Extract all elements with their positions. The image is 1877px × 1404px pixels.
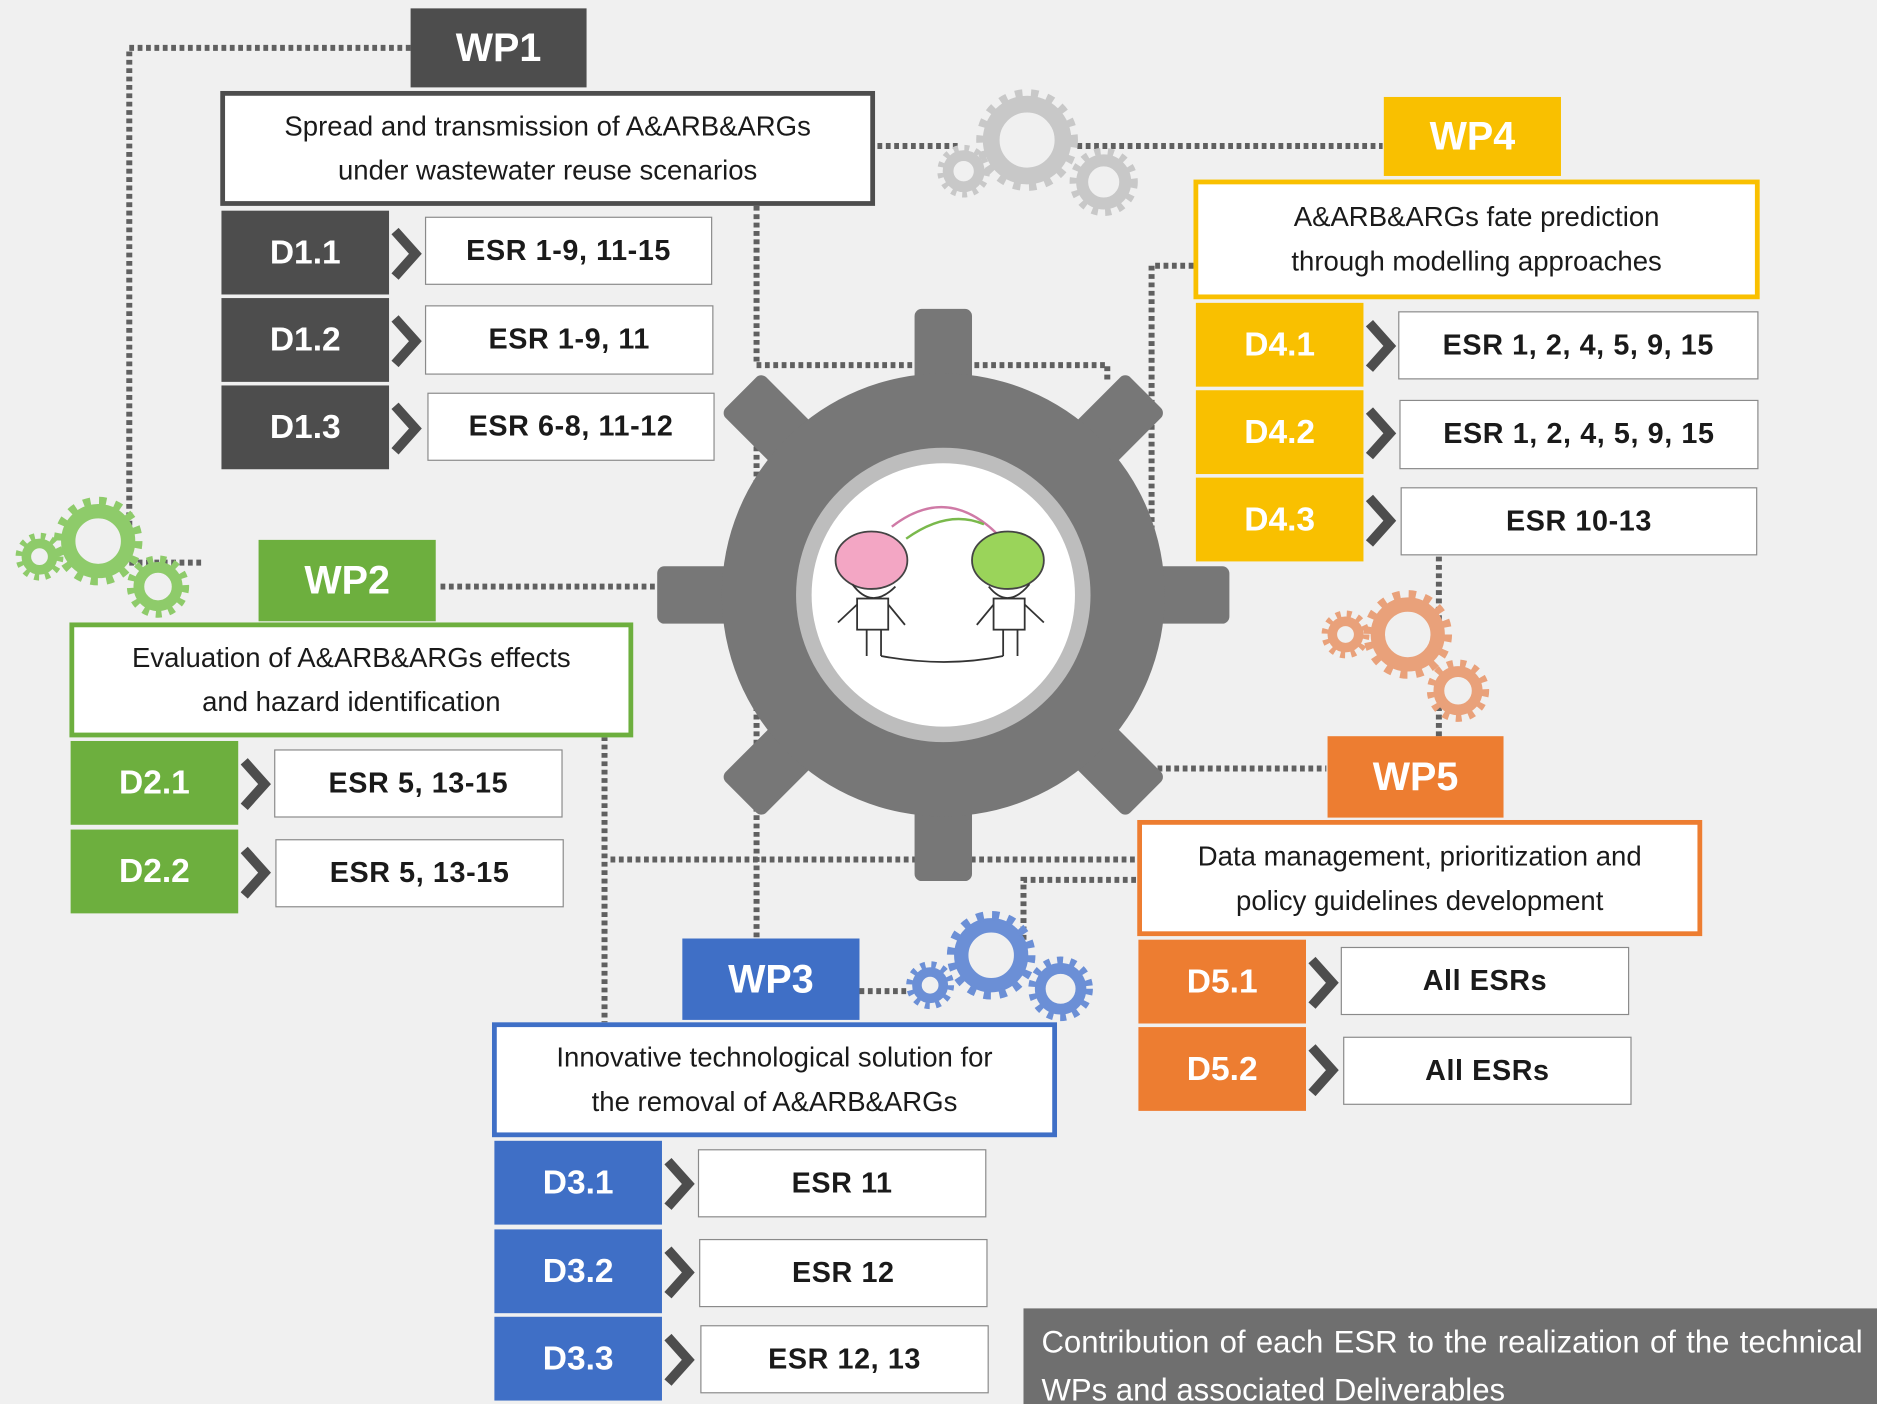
gears-blue-icon bbox=[906, 910, 1093, 1022]
chevron-right-icon bbox=[1308, 1044, 1339, 1097]
wp5-label: WP5 bbox=[1327, 736, 1504, 818]
wp3-description-line: Innovative technological solution for bbox=[556, 1041, 993, 1073]
chevron-right-icon bbox=[391, 315, 422, 368]
esr-d4-2: ESR 1, 2, 4, 5, 9, 15 bbox=[1399, 399, 1759, 470]
deliverable-d1-2-label: D1.2 bbox=[221, 298, 390, 382]
esr-d4-1: ESR 1, 2, 4, 5, 9, 15 bbox=[1398, 311, 1759, 380]
wp5-description-line: Data management, prioritization and bbox=[1197, 839, 1642, 871]
gears-orange-icon bbox=[1321, 590, 1490, 722]
central-gear-icon bbox=[657, 308, 1230, 882]
deliverable-d1-3-label: D1.3 bbox=[221, 385, 390, 470]
deliverable-d5-1-label: D5.1 bbox=[1138, 939, 1307, 1024]
wp3-label: WP3 bbox=[682, 938, 860, 1020]
chevron-right-icon bbox=[240, 758, 271, 811]
esr-d4-3: ESR 10-13 bbox=[1400, 487, 1758, 556]
deliverable-d1-1-label: D1.1 bbox=[221, 210, 390, 295]
chevron-right-icon bbox=[391, 227, 422, 280]
esr-d3-2: ESR 12 bbox=[699, 1238, 988, 1308]
wp5-description-line: policy guidelines development bbox=[1236, 884, 1604, 916]
chevron-right-icon bbox=[1308, 956, 1339, 1009]
chevron-right-icon bbox=[664, 1246, 695, 1299]
wp2-description-line: and hazard identification bbox=[202, 685, 501, 718]
deliverable-d4-1-label: D4.1 bbox=[1195, 302, 1364, 387]
wp1-description: Spread and transmission of A&ARB&ARGs und… bbox=[220, 90, 876, 206]
wp4-label: WP4 bbox=[1383, 96, 1561, 176]
chevron-right-icon bbox=[391, 402, 422, 455]
brains-illustration-icon bbox=[834, 506, 1045, 663]
wp4-description: A&ARB&ARGs fate prediction through modell… bbox=[1193, 179, 1760, 300]
wp1-label: WP1 bbox=[410, 8, 587, 88]
esr-d3-3: ESR 12, 13 bbox=[700, 1325, 989, 1394]
wp2-description: Evaluation of A&ARB&ARGs effects and haza… bbox=[69, 622, 634, 738]
deliverable-d4-2-label: D4.2 bbox=[1195, 390, 1364, 475]
wp2-description-line: Evaluation of A&ARB&ARGs effects bbox=[131, 641, 571, 673]
deliverable-d2-2-label: D2.2 bbox=[70, 829, 239, 914]
wp5-description: Data management, prioritization and polic… bbox=[1137, 819, 1703, 937]
chevron-right-icon bbox=[1365, 494, 1397, 547]
wp2-label: WP2 bbox=[258, 539, 436, 622]
esr-d3-1: ESR 11 bbox=[697, 1149, 987, 1218]
esr-d1-2: ESR 1-9, 11 bbox=[424, 305, 714, 375]
chevron-right-icon bbox=[664, 1157, 695, 1210]
wp3-description: Innovative technological solution for the… bbox=[491, 1022, 1058, 1138]
deliverable-d5-2-label: D5.2 bbox=[1138, 1027, 1307, 1111]
esr-d5-2: All ESRs bbox=[1343, 1036, 1632, 1105]
wp1-description-line: Spread and transmission of A&ARB&ARGs bbox=[284, 110, 811, 142]
deliverable-d4-3-label: D4.3 bbox=[1195, 477, 1364, 562]
deliverable-d3-2-label: D3.2 bbox=[494, 1229, 662, 1314]
wp4-description-line: through modelling approaches bbox=[1291, 245, 1662, 277]
esr-d2-1: ESR 5, 13-15 bbox=[274, 749, 563, 818]
gears-gray-icon bbox=[937, 89, 1138, 217]
chevron-right-icon bbox=[240, 846, 271, 899]
deliverable-d2-1-label: D2.1 bbox=[70, 740, 239, 825]
chevron-right-icon bbox=[1365, 407, 1397, 460]
chevron-right-icon bbox=[1365, 320, 1397, 372]
deliverable-d3-3-label: D3.3 bbox=[494, 1316, 662, 1401]
esr-d2-2: ESR 5, 13-15 bbox=[275, 839, 564, 908]
wp1-description-line: under wastewater reuse scenarios bbox=[337, 154, 758, 186]
chevron-right-icon bbox=[664, 1333, 695, 1386]
caption-box: Contribution of each ESR to the realizat… bbox=[1023, 1308, 1877, 1404]
gears-green-icon bbox=[15, 496, 190, 618]
esr-d5-1: All ESRs bbox=[1340, 946, 1630, 1016]
esr-d1-3: ESR 6-8, 11-12 bbox=[427, 392, 715, 461]
esr-d1-1: ESR 1-9, 11-15 bbox=[424, 216, 713, 285]
wp4-description-line: A&ARB&ARGs fate prediction bbox=[1293, 201, 1660, 233]
wp3-description-line: the removal of A&ARB&ARGs bbox=[591, 1085, 958, 1117]
deliverable-d3-1-label: D3.1 bbox=[494, 1140, 662, 1225]
